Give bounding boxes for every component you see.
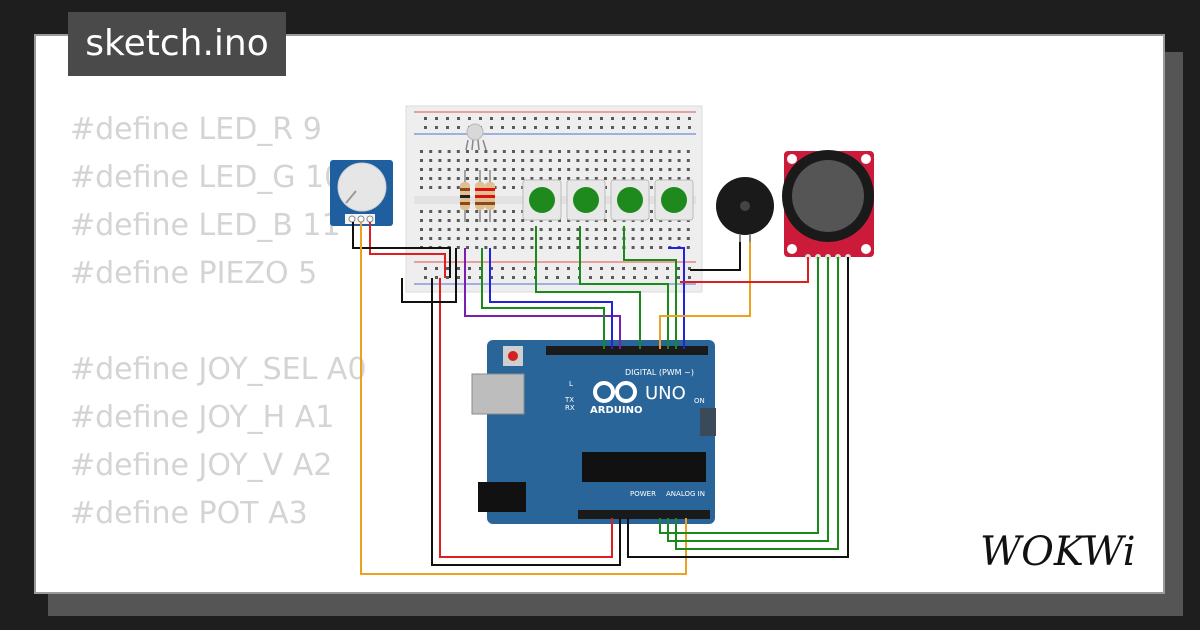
pushbuttons <box>522 179 694 221</box>
wires <box>352 222 849 575</box>
digital-label: DIGITAL (PWM ~) <box>625 368 694 377</box>
wire-joy-red <box>680 257 809 283</box>
pushbutton <box>610 179 650 221</box>
wire-piezo-black <box>690 242 741 271</box>
file-title: sketch.ino <box>68 12 286 76</box>
joystick-module <box>782 150 874 260</box>
wire-black-gnd2 <box>401 248 457 303</box>
tx-label: TX <box>564 396 574 404</box>
board-brand: ARDUINO <box>590 405 642 416</box>
piezo-buzzer <box>716 177 774 244</box>
wire-btn3 <box>623 226 677 349</box>
potentiometer <box>330 160 393 226</box>
wire-pot-orange <box>360 222 687 575</box>
wire-green-led <box>481 248 605 349</box>
code-line: #define JOY_V A2 <box>70 448 333 483</box>
pushbutton <box>522 179 562 221</box>
code-line: #define LED_B 11 <box>70 208 341 243</box>
arduino-uno-board: UNO ARDUINO DIGITAL (PWM ~) POWER ANALOG… <box>471 340 716 524</box>
wire-red-gnd <box>439 278 613 558</box>
board-name: UNO <box>645 383 686 404</box>
wire-piezo-orange <box>659 242 751 349</box>
wire-black-gnd1 <box>431 278 621 566</box>
code-line: #define POT A3 <box>70 496 308 531</box>
rgb-led <box>465 123 487 151</box>
wire-joy-g2 <box>667 257 829 542</box>
code-line: #define PIEZO 5 <box>70 256 318 291</box>
analog-label: ANALOG IN <box>666 490 705 498</box>
pushbutton <box>566 179 606 221</box>
wokwi-logo: WOKWi <box>980 529 1136 575</box>
wire-joy-g1 <box>659 257 819 534</box>
resistors <box>460 170 495 222</box>
l-label: L <box>569 380 573 388</box>
wire-btn1 <box>535 226 641 349</box>
code-line: #define JOY_H A1 <box>70 400 335 435</box>
wire-blue-led <box>489 248 613 349</box>
wire-pot-black <box>352 222 451 278</box>
wire-pot-red <box>369 222 446 278</box>
wokwi-logo-text: WOKWi <box>980 529 1136 575</box>
code-line: #define LED_R 9 <box>70 112 322 147</box>
wire-joy-black <box>627 257 849 558</box>
pushbutton <box>654 179 694 221</box>
wire-purple-led <box>464 248 621 349</box>
wire-joy-g3 <box>675 257 839 550</box>
on-label: ON <box>694 397 705 405</box>
code-snippet: #define LED_R 9#define LED_G 10#define L… <box>70 106 367 592</box>
code-line: #define JOY_SEL A0 <box>70 352 367 387</box>
power-label: POWER <box>630 490 656 498</box>
rx-label: RX <box>565 404 575 412</box>
